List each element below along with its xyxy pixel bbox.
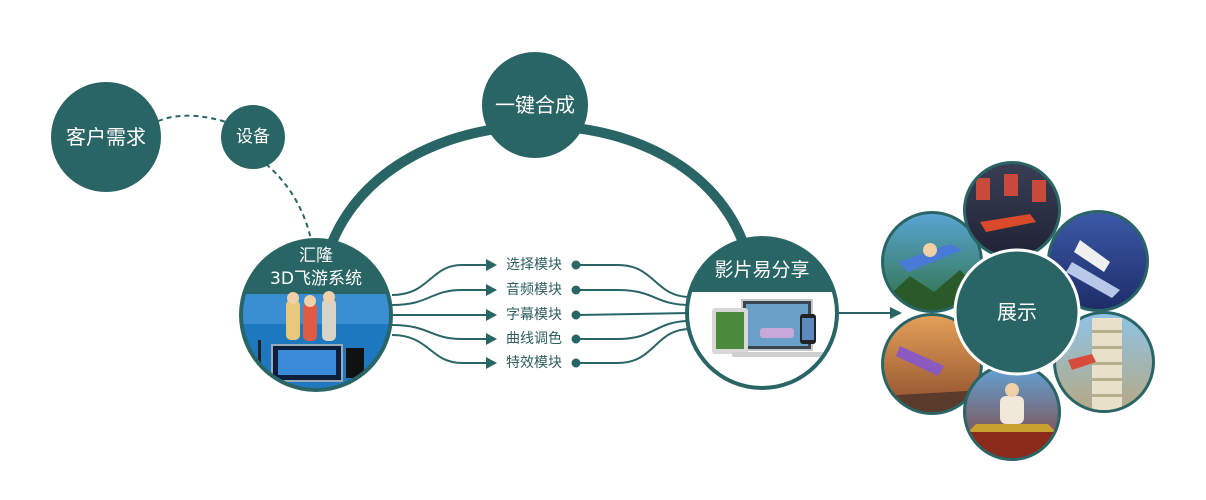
node-customer-demand-label: 客户需求 [66, 125, 146, 149]
module-label: 音频模块 [506, 281, 562, 298]
display-photo-6 [1053, 311, 1155, 413]
module-flow-lines [391, 264, 893, 364]
display-photo-5 [963, 363, 1061, 461]
module-label: 选择模块 [506, 257, 562, 273]
node-display: 展示 [953, 248, 1081, 376]
node-flying-system: 汇隆 3D飞游系统 [239, 238, 393, 392]
node-one-click: 一键合成 [482, 52, 588, 158]
dashed-connector-equipment-system [265, 163, 313, 245]
node-equipment: 设备 [221, 105, 285, 169]
node-display-label: 展示 [997, 300, 1037, 324]
node-flying-system-label-line2: 3D飞游系统 [270, 269, 362, 289]
module-label: 特效模块 [506, 355, 562, 371]
module-dots [571, 260, 581, 368]
display-photo-4 [881, 313, 983, 415]
node-equipment-label: 设备 [236, 127, 270, 147]
display-photo-ring [881, 161, 1155, 461]
node-share: 影片易分享 [685, 236, 839, 390]
module-label: 字幕模块 [506, 307, 562, 323]
node-customer-demand: 客户需求 [51, 82, 161, 192]
flying-system-photo [243, 291, 389, 388]
node-one-click-label: 一键合成 [495, 93, 575, 117]
share-devices-photo [689, 292, 835, 386]
display-photo-3 [1047, 210, 1149, 312]
module-label: 曲线调色 [506, 330, 562, 347]
arrow-heads [486, 259, 902, 369]
node-share-label: 影片易分享 [714, 259, 809, 281]
node-flying-system-label-line1: 汇隆 [299, 246, 333, 266]
dashed-connector-demand-equipment [149, 114, 227, 126]
display-photo-1 [881, 211, 983, 313]
display-photo-2 [963, 161, 1061, 259]
